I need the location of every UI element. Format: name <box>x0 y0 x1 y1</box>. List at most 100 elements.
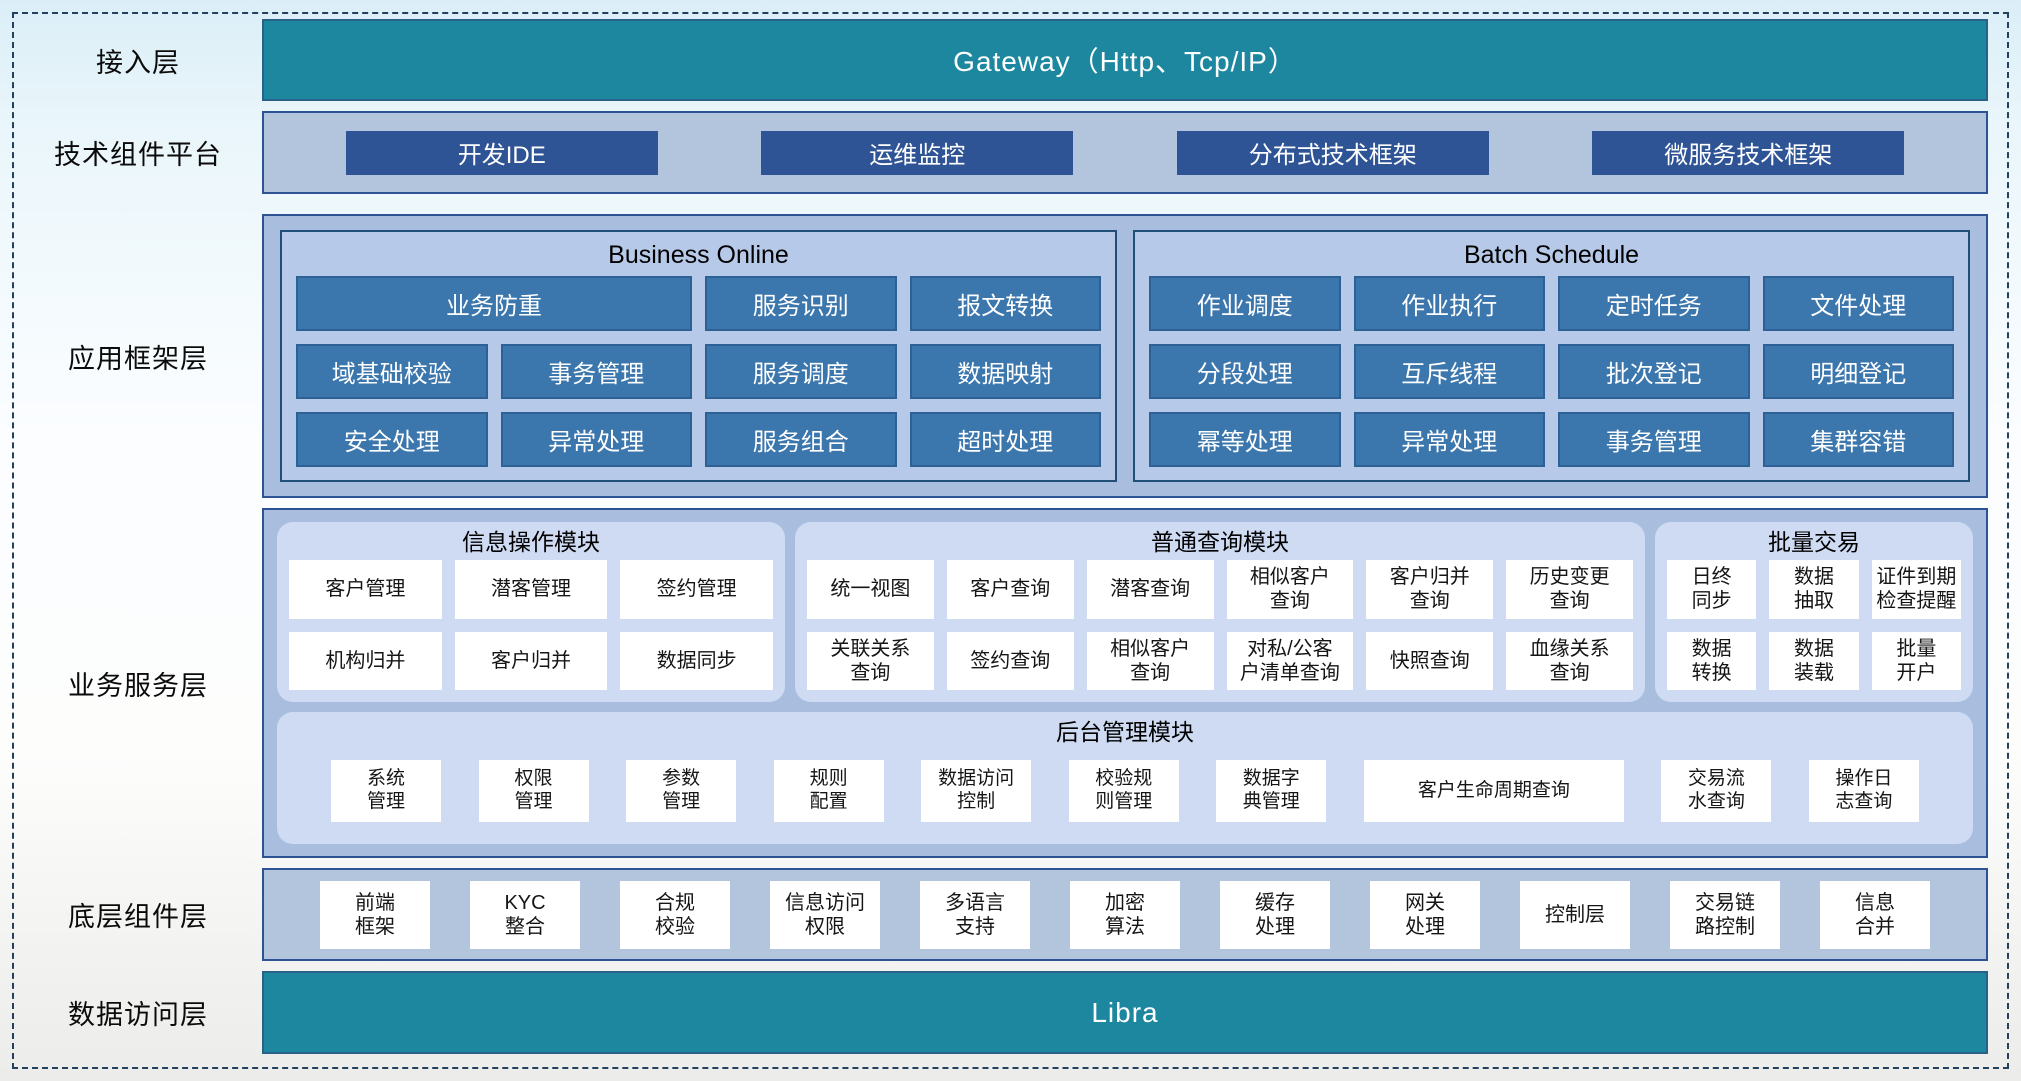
batch-schedule-item: 批次登记 <box>1558 344 1750 399</box>
general-query-item: 签约查询 <box>946 631 1074 690</box>
batch-schedule-group: Batch Schedule 作业调度作业执行定时任务文件处理分段处理互斥线程批… <box>1133 230 1970 482</box>
batch-trade-item: 批量 开户 <box>1871 631 1961 690</box>
business-online-item: 服务调度 <box>705 344 897 399</box>
general-query-grid: 统一视图客户查询潜客查询相似客户 查询客户归并 查询历史变更 查询关联关系 查询… <box>807 560 1633 690</box>
admin-module-item: 数据字 典管理 <box>1216 760 1327 822</box>
business-online-title: Business Online <box>608 241 789 269</box>
batch-trade-item: 数据 抽取 <box>1769 560 1859 619</box>
business-online-item: 超时处理 <box>909 412 1101 467</box>
base-components-item: 前端 框架 <box>320 880 430 949</box>
layer-label-access: 接入层 <box>96 47 180 78</box>
batch-schedule-item: 集群容错 <box>1762 412 1954 467</box>
business-online-item: 异常处理 <box>500 412 692 467</box>
batch-schedule-item: 异常处理 <box>1353 412 1545 467</box>
info-ops-item: 签约管理 <box>620 560 773 619</box>
batch-schedule-item: 作业执行 <box>1353 276 1545 331</box>
general-query-item: 客户归并 查询 <box>1366 560 1494 619</box>
tech-platform-item: 分布式技术框架 <box>1176 130 1489 175</box>
business-service-container: 信息操作模块 客户管理潜客管理签约管理机构归并客户归并数据同步 普通查询模块 统… <box>262 508 1988 858</box>
batch-schedule-title: Batch Schedule <box>1463 241 1640 269</box>
tech-platform-item: 运维监控 <box>761 130 1074 175</box>
info-ops-title: 信息操作模块 <box>462 529 600 555</box>
admin-module-item: 系统 管理 <box>331 760 441 822</box>
data-access-row: 数据访问层 Libra <box>14 971 1988 1054</box>
layer-label-business-service: 业务服务层 <box>68 670 208 701</box>
batch-trade-item: 数据 转换 <box>1667 631 1757 690</box>
layer-label-data-access: 数据访问层 <box>68 1000 208 1030</box>
business-online-item: 数据映射 <box>909 344 1101 399</box>
business-online-item: 服务组合 <box>705 412 897 467</box>
layer-label-base-components: 底层组件层 <box>68 902 208 932</box>
gateway-bar: Gateway（Http、Tcp/IP） <box>262 19 1988 101</box>
batch-trade-item: 证件到期 检查提醒 <box>1871 560 1961 619</box>
tech-platform-item: 微服务技术框架 <box>1592 130 1905 175</box>
business-online-item: 业务防重 <box>296 276 692 331</box>
base-components-item: 信息 合并 <box>1820 880 1930 949</box>
business-service-top: 信息操作模块 客户管理潜客管理签约管理机构归并客户归并数据同步 普通查询模块 统… <box>277 522 1973 702</box>
general-query-item: 客户查询 <box>946 560 1074 619</box>
general-query-item: 统一视图 <box>807 560 934 619</box>
admin-module-item: 校验规 则管理 <box>1068 760 1179 822</box>
batch-schedule-item: 事务管理 <box>1558 412 1750 467</box>
app-framework-row: 应用框架层 Business Online 业务防重服务识别报文转换域基础校验事… <box>14 214 1988 498</box>
business-online-grid: 业务防重服务识别报文转换域基础校验事务管理服务调度数据映射安全处理异常处理服务组… <box>296 276 1101 467</box>
business-online-item: 事务管理 <box>500 344 692 399</box>
app-framework-container: Business Online 业务防重服务识别报文转换域基础校验事务管理服务调… <box>262 214 1988 498</box>
admin-module-title: 后台管理模块 <box>1056 719 1194 745</box>
layer-label-tech-platform: 技术组件平台 <box>54 140 222 170</box>
batch-trade-item: 数据 装载 <box>1769 631 1859 690</box>
layer-label-app-framework: 应用框架层 <box>68 343 208 374</box>
business-online-item: 报文转换 <box>909 276 1101 331</box>
general-query-panel: 普通查询模块 统一视图客户查询潜客查询相似客户 查询客户归并 查询历史变更 查询… <box>795 522 1645 702</box>
general-query-item: 潜客查询 <box>1086 560 1214 619</box>
business-service-row: 业务服务层 信息操作模块 客户管理潜客管理签约管理机构归并客户归并数据同步 普通… <box>14 508 1988 858</box>
info-ops-item: 客户管理 <box>289 560 442 619</box>
admin-module-item: 规则 配置 <box>773 760 884 822</box>
business-online-group: Business Online 业务防重服务识别报文转换域基础校验事务管理服务调… <box>280 230 1117 482</box>
admin-module-item: 操作日 志查询 <box>1808 760 1919 822</box>
batch-trade-item: 日终 同步 <box>1667 560 1757 619</box>
info-ops-item: 数据同步 <box>620 631 773 690</box>
general-query-item: 相似客户 查询 <box>1086 631 1214 690</box>
batch-trade-grid: 日终 同步数据 抽取证件到期 检查提醒数据 转换数据 装载批量 开户 <box>1667 560 1961 690</box>
general-query-title: 普通查询模块 <box>1151 529 1289 555</box>
general-query-item: 对私/公客 户清单查询 <box>1226 631 1354 690</box>
base-components-item: 多语言 支持 <box>920 880 1030 949</box>
info-ops-item: 客户归并 <box>454 631 608 690</box>
base-components-item: 控制层 <box>1520 880 1630 949</box>
batch-trade-title: 批量交易 <box>1768 529 1860 555</box>
base-components-item: 缓存 处理 <box>1220 880 1330 949</box>
admin-module-panel: 后台管理模块 系统 管理权限 管理参数 管理规则 配置数据访问 控制校验规 则管… <box>277 712 1973 844</box>
admin-module-item: 交易流 水查询 <box>1661 760 1772 822</box>
general-query-item: 关联关系 查询 <box>807 631 934 690</box>
base-components-item: 信息访问 权限 <box>770 880 880 949</box>
admin-module-items: 系统 管理权限 管理参数 管理规则 配置数据访问 控制校验规 则管理数据字 典管… <box>289 750 1961 832</box>
batch-schedule-item: 明细登记 <box>1762 344 1954 399</box>
admin-module-item: 客户生命周期查询 <box>1363 760 1624 822</box>
batch-schedule-item: 互斥线程 <box>1353 344 1545 399</box>
batch-schedule-item: 幂等处理 <box>1149 412 1341 467</box>
base-components-item: KYC 整合 <box>470 880 580 949</box>
info-ops-panel: 信息操作模块 客户管理潜客管理签约管理机构归并客户归并数据同步 <box>277 522 785 702</box>
base-components-item: 网关 处理 <box>1370 880 1480 949</box>
general-query-item: 快照查询 <box>1366 631 1494 690</box>
general-query-item: 相似客户 查询 <box>1226 560 1354 619</box>
base-components-item: 交易链 路控制 <box>1670 880 1780 949</box>
base-components-item: 加密 算法 <box>1070 880 1180 949</box>
info-ops-item: 机构归并 <box>289 631 442 690</box>
batch-schedule-item: 作业调度 <box>1149 276 1341 331</box>
general-query-item: 血缘关系 查询 <box>1506 631 1633 690</box>
batch-trade-panel: 批量交易 日终 同步数据 抽取证件到期 检查提醒数据 转换数据 装载批量 开户 <box>1655 522 1973 702</box>
access-layer-row: 接入层 Gateway（Http、Tcp/IP） <box>14 19 1988 101</box>
batch-schedule-item: 定时任务 <box>1558 276 1750 331</box>
batch-schedule-item: 文件处理 <box>1762 276 1954 331</box>
business-online-item: 域基础校验 <box>296 344 488 399</box>
business-online-item: 服务识别 <box>705 276 897 331</box>
business-online-item: 安全处理 <box>296 412 488 467</box>
